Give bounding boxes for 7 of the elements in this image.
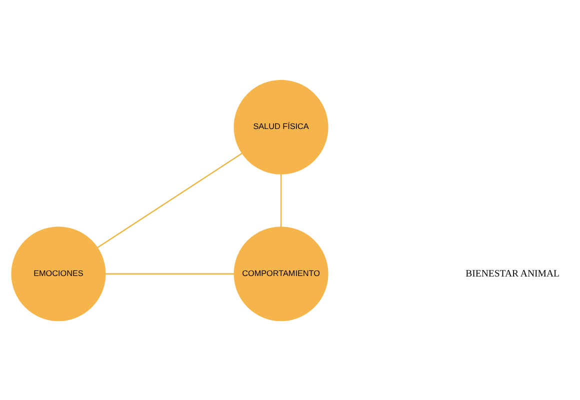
connector [280,174,282,226]
node-circle: EMOCIONES [11,226,106,321]
connector [97,152,242,248]
connector [105,272,234,274]
label: BIENESTAR ANIMAL [466,268,560,279]
node-circle: COMPORTAMIENTO [234,226,328,321]
node-circle: SALUD FÍSICA [234,79,328,174]
